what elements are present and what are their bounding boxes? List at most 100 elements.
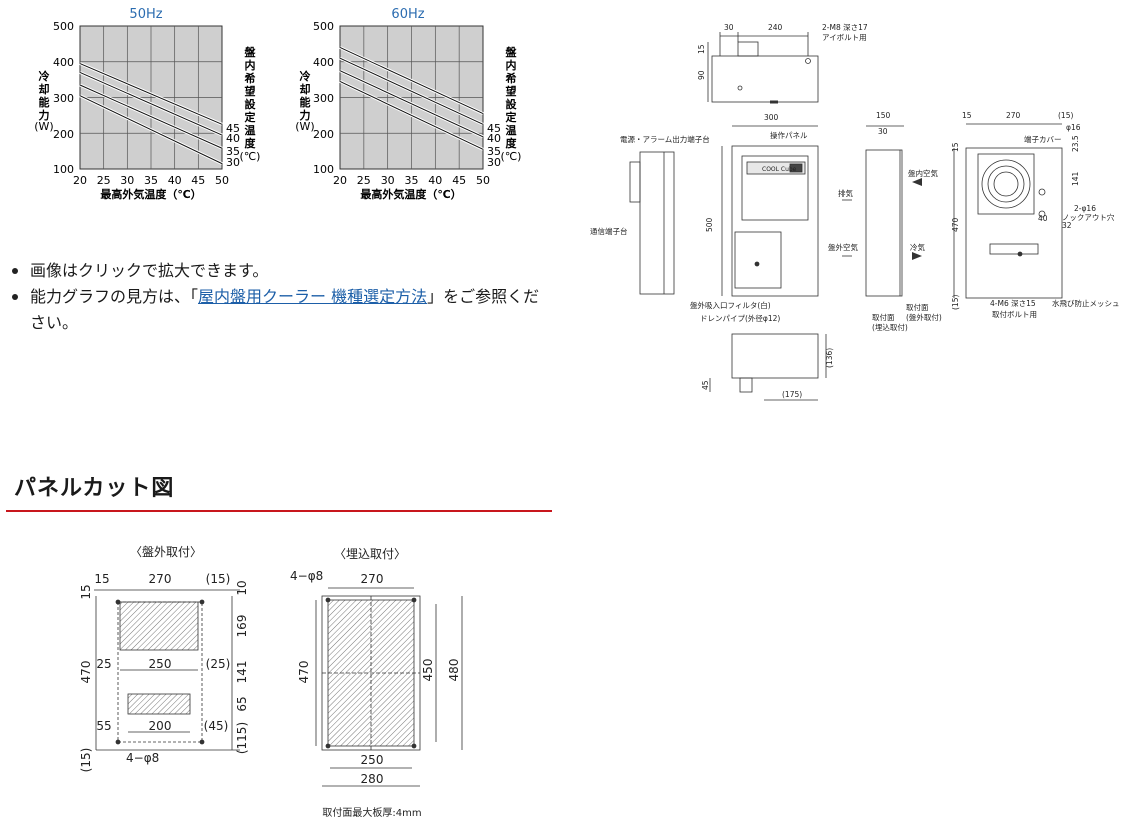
co-270: 270 [149, 572, 172, 586]
co-15: 15 [94, 572, 109, 586]
xtick: 35 [144, 174, 158, 187]
co-p25: (25) [206, 657, 231, 671]
chart-60hz-grid [340, 26, 483, 169]
co-r65: 65 [235, 696, 249, 711]
note-suffix: 」をご参照ください。 [30, 287, 540, 332]
rear-dim-235: 23.5 [1071, 135, 1080, 152]
notes-list: 画像はクリックで拡大できます。 能力グラフの見方は、「屋内盤用クーラー 機種選定… [8, 258, 553, 336]
dim-240: 240 [768, 23, 783, 32]
ylabel-char: 能 [300, 95, 311, 109]
ylabel-unit: (W) [34, 120, 53, 133]
dim-136: (136) [825, 348, 834, 368]
note-enlarge-text: 画像はクリックで拡大できます。 [30, 261, 269, 280]
rear-dim-v15: 15 [951, 142, 960, 152]
top-view-box [737, 41, 759, 57]
rear-phi16: φ16 [1066, 123, 1081, 132]
series-line-40 [79, 72, 223, 136]
ci-270: 270 [361, 572, 384, 586]
outline-drawing[interactable]: 30 240 2-M8 深さ17 アイボルト用 15 90 300 150 30… [580, 20, 1129, 410]
dim-15: 15 [697, 44, 706, 54]
cold-air-label: 冷気 [910, 242, 925, 252]
ci-480: 480 [447, 659, 461, 682]
selection-method-link[interactable]: 屋内盤用クーラー 機種選定方法 [198, 287, 428, 306]
note-enlarge: 画像はクリックで拡大できます。 [8, 258, 553, 284]
mesh-label: 水飛び防止メッシュ [1052, 298, 1120, 308]
rlabel-char: 内 [506, 58, 517, 72]
ylabel-char: 冷 [39, 69, 50, 83]
mount-in-2: (埋込取付) [872, 322, 908, 332]
knockout-label: ノックアウト穴 [1062, 212, 1115, 222]
co-200: 200 [149, 719, 172, 733]
rlabel-char: 温 [245, 123, 256, 137]
co-r141: 141 [235, 661, 249, 684]
ylabel-char: 却 [300, 82, 311, 96]
mount-out-1: 取付面 [906, 302, 929, 312]
rear-2phi16: 2-φ16 [1074, 204, 1096, 213]
rlabel-char: 希 [505, 71, 517, 85]
ci-hole: 4−φ8 [290, 569, 323, 583]
chart-50hz-ylabel: 冷 却 能 力 (W) [34, 69, 53, 133]
outline-lines [629, 32, 1063, 401]
dim-30: 30 [724, 23, 734, 32]
rear-dim-15: 15 [962, 111, 972, 120]
rear-dim-40: 40 [1038, 214, 1048, 223]
co-v470: 470 [79, 661, 93, 684]
xtick: 45 [191, 174, 205, 187]
series-label-30: 30 [487, 156, 501, 169]
ytick: 500 [313, 20, 334, 33]
series-label-35: 35 [487, 145, 501, 158]
series-label-45: 45 [487, 122, 501, 135]
series-label-45: 45 [226, 122, 240, 135]
rear-dim-b15: (15) [951, 295, 960, 310]
xtick: 30 [381, 174, 395, 187]
rlabel-char: 望 [506, 84, 517, 98]
rlabel-char: 希 [244, 71, 256, 85]
dim-90: 90 [697, 70, 706, 80]
drain-label: ドレンパイプ(外径φ12) [700, 313, 780, 323]
chart-60hz-ylabel: 冷 却 能 力 (W) [295, 69, 314, 133]
section-divider [6, 510, 552, 512]
exhaust-label: 排気 [838, 188, 853, 198]
m6-label-2: 取付ボルト用 [992, 309, 1037, 319]
series-label-40: 40 [226, 132, 240, 145]
ci-450: 450 [421, 659, 435, 682]
dim-45: 45 [701, 380, 710, 390]
control-panel-label: 操作パネル [770, 130, 808, 140]
xtick: 50 [215, 174, 229, 187]
rear-dim-p15: (15) [1058, 111, 1073, 120]
ci-250: 250 [361, 753, 384, 767]
inner-air-label: 盤内空気 [908, 168, 938, 178]
chart-60hz-xlabel: 最高外気温度（℃） [360, 187, 461, 201]
rlabel-char: 盤 [244, 45, 257, 59]
dim-500: 500 [705, 217, 714, 232]
chart-60hz-title: 60Hz [391, 7, 424, 22]
panel-cut-drawing[interactable]: 〈盤外取付〉 15 270 (15) 15 470 (15) 10 169 14… [60, 540, 480, 824]
capacity-chart-60hz[interactable]: 60Hz 500 400 300 200 100 20 25 30 35 40 … [0, 0, 560, 215]
rlabel-char: 度 [245, 136, 257, 150]
co-vp15: (15) [79, 748, 93, 773]
rlabel-char: 設 [245, 97, 257, 111]
capacity-chart-50hz[interactable]: 50Hz 500 400 300 200 100 20 25 30 35 40 … [0, 0, 560, 215]
rear-dim-470: 470 [951, 217, 960, 232]
chart-50hz-right-label: 盤 内 希 望 設 定 温 度 (℃) [240, 45, 261, 163]
ylabel-char: 力 [300, 108, 311, 122]
rear-dim-141: 141 [1071, 171, 1080, 186]
filter-label: 盤外吸入口フィルタ(白) [690, 300, 771, 310]
co-250: 250 [149, 657, 172, 671]
ci-470: 470 [297, 661, 311, 684]
rlabel-char: 内 [245, 58, 256, 72]
cut-outside-title: 〈盤外取付〉 [130, 545, 202, 559]
series-line-30 [339, 80, 484, 150]
ylabel-char: 力 [39, 108, 50, 122]
co-v15: 15 [79, 584, 93, 599]
rlabel-char: 度 [506, 136, 518, 150]
top-view-body [711, 55, 819, 103]
ci-note: 取付面最大板厚:4mm [322, 806, 421, 819]
series-line-45 [79, 63, 223, 125]
eyebolt-label: 2-M8 深さ17 [822, 23, 868, 32]
m6-label: 4-M6 深さ15 [990, 299, 1036, 308]
series-line-35 [339, 70, 484, 138]
co-r10: 10 [235, 580, 249, 595]
ytick: 400 [313, 56, 334, 69]
